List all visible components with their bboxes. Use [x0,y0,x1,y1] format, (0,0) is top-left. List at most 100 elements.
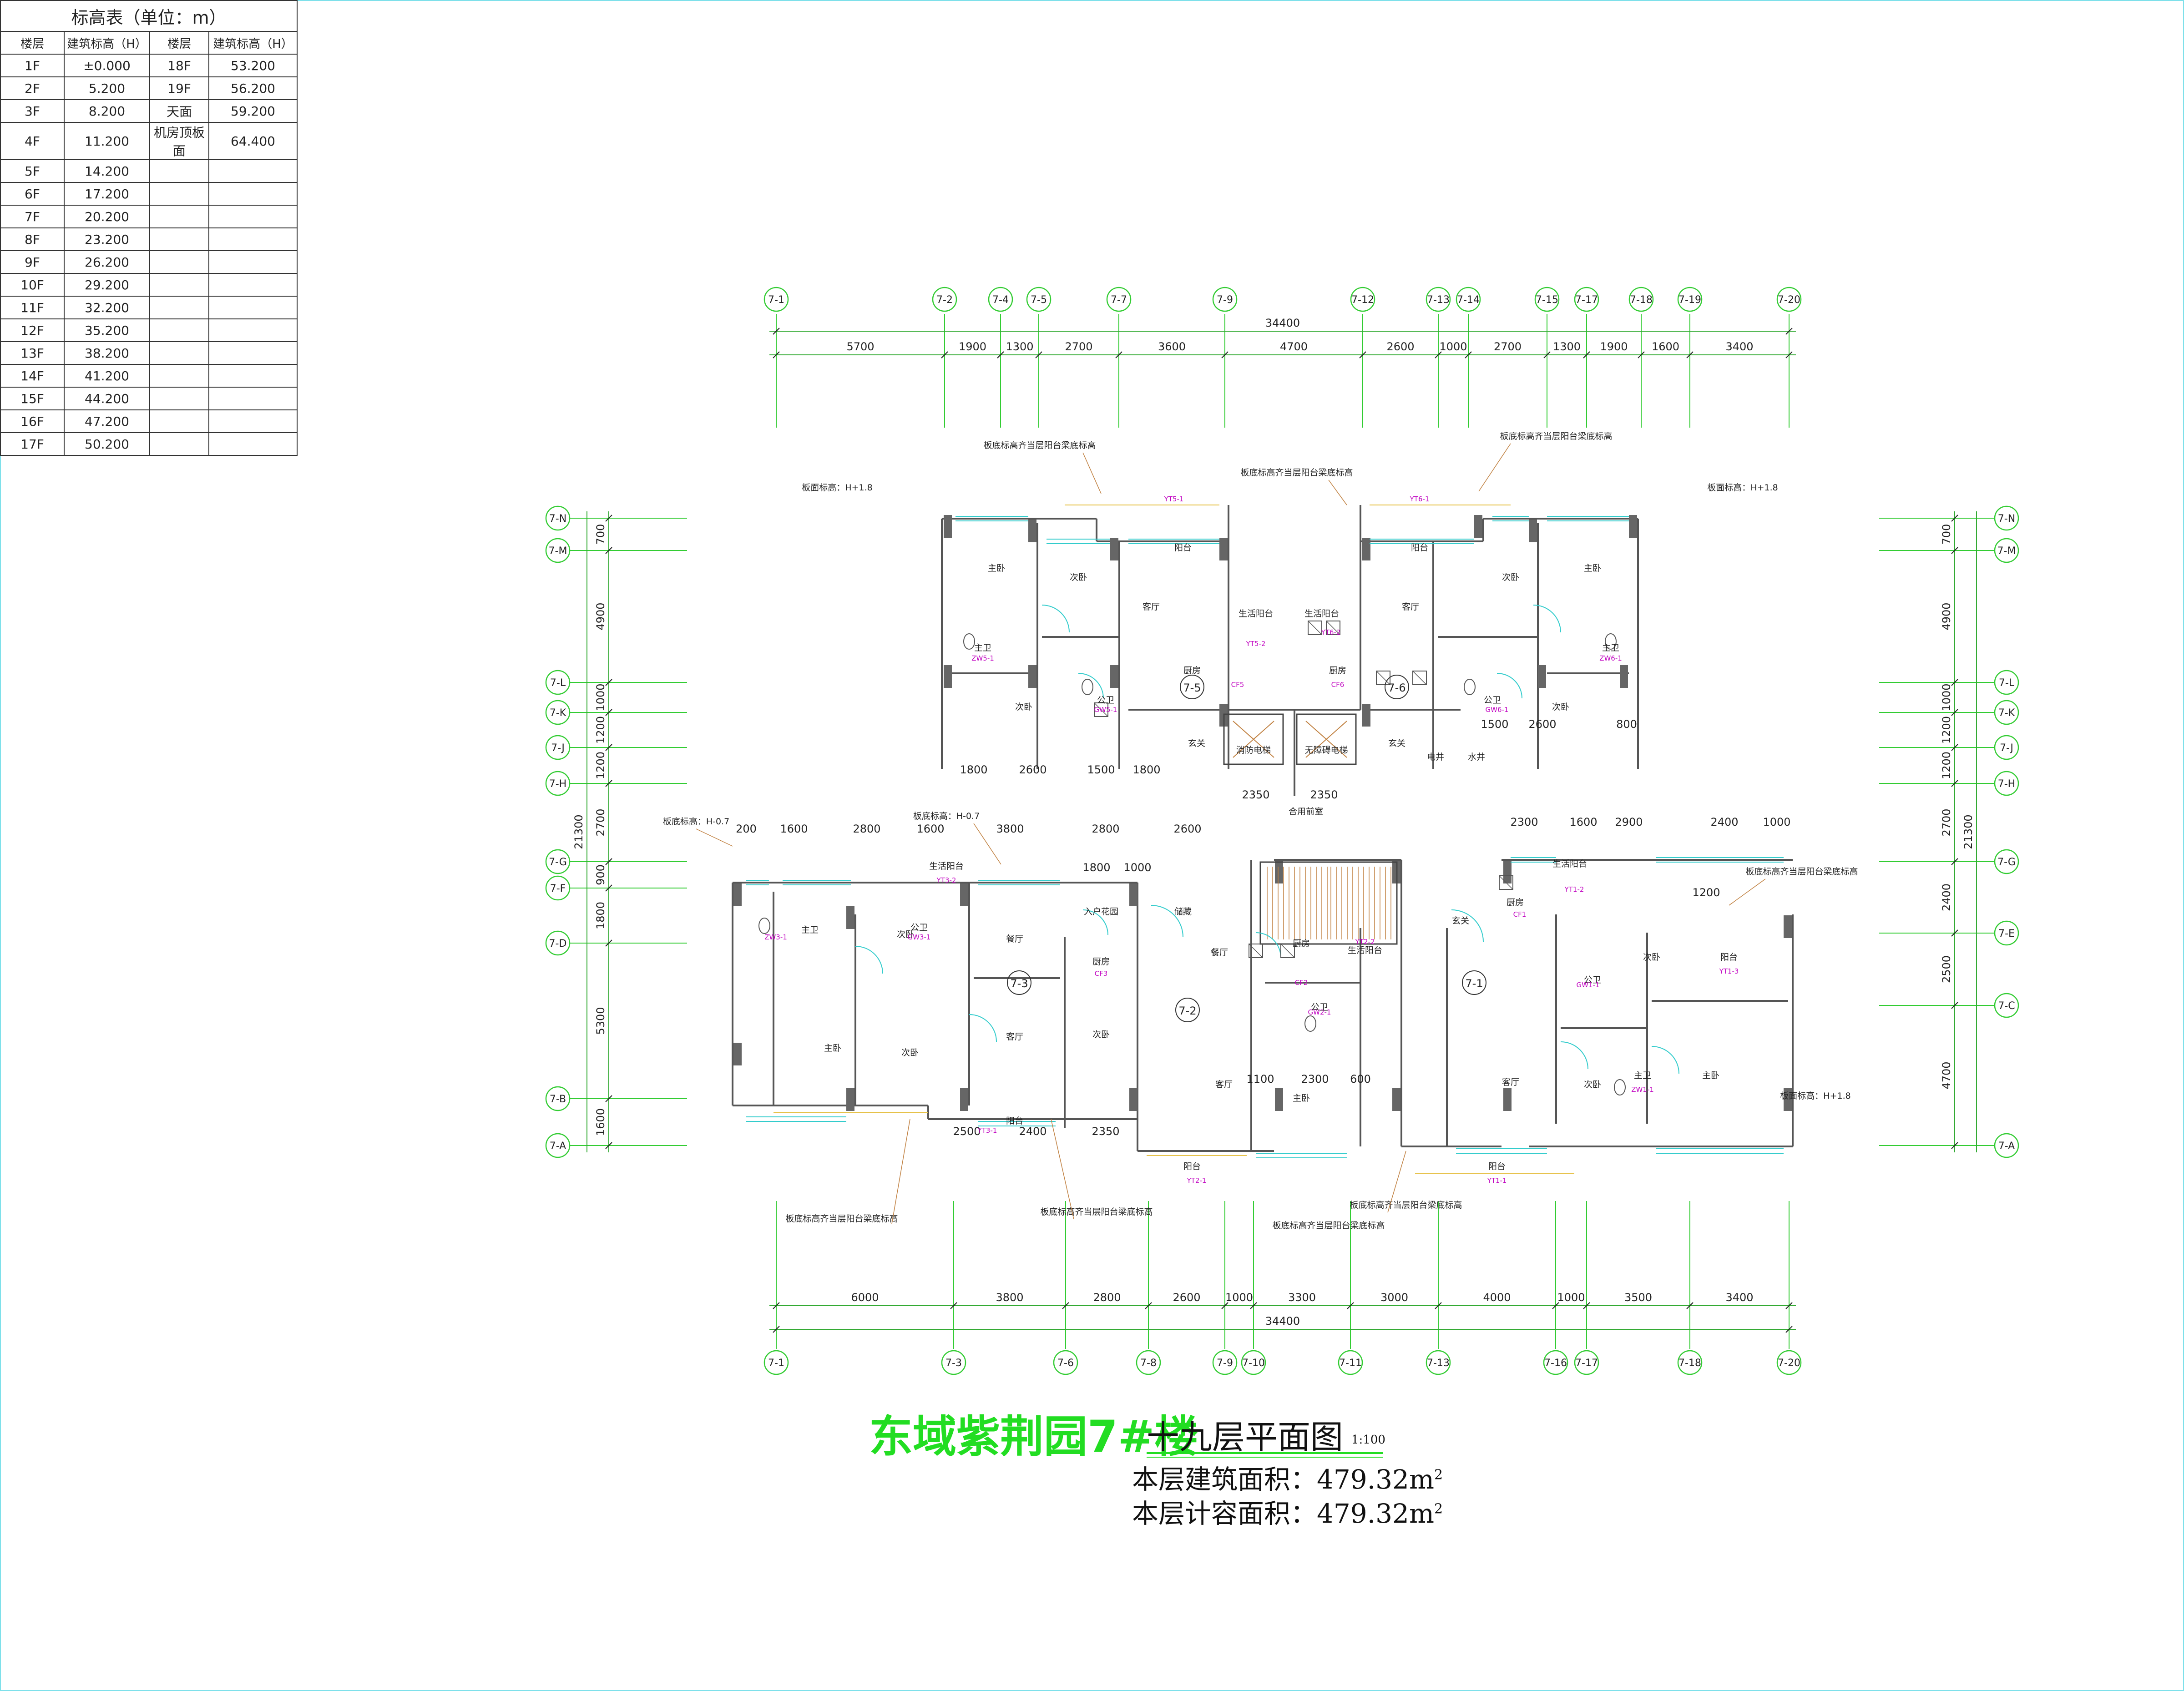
dimension-tick [1035,351,1042,358]
axis-bubble [1543,1350,1568,1375]
axis-bubble [1136,1350,1161,1375]
room-label: 客厅 [1143,602,1160,612]
dimension-label: 1000 [1940,683,1953,711]
dimension-tick [1347,1302,1354,1309]
interior-dimension: 2800 [1092,823,1119,835]
column [1474,515,1482,538]
room-label: 客厅 [1006,1032,1023,1042]
column [1219,538,1228,560]
annotation-note: 板底标高齐当层阳台梁底标高 [1350,1200,1462,1210]
column [1129,883,1138,906]
floor-cell [149,273,209,297]
component-tag: ZW6-1 [1599,654,1622,662]
sink [1094,702,1108,717]
floor-cell: 6F [0,182,65,206]
dimension-label: 1900 [1600,340,1628,353]
annotation-note: 板面标高：H+1.8 [1780,1091,1850,1101]
toilet [1464,679,1476,695]
axis-label: 7-1 [768,1358,784,1369]
axis-bubble [1574,287,1599,312]
component-tag: YT3-1 [977,1126,997,1135]
sink-cross [1412,671,1427,685]
room-label: 生活阳台 [1552,859,1587,869]
floor-cell [149,182,209,206]
axis-bubble [941,1350,966,1375]
elevation-cell [208,182,298,206]
dimension-label: 1300 [1006,340,1033,353]
sink-cross [1094,702,1108,717]
door-swing [1451,909,1484,942]
axis-label: 7-C [1998,1000,2015,1012]
interior-dimension: 2900 [1615,816,1643,828]
dimension-tick [605,939,612,947]
axis-label: 7-13 [1427,1358,1450,1369]
dimension-tick [1359,351,1366,358]
component-tag: YT5-2 [1246,640,1266,648]
toilet [1605,633,1617,650]
sink-cross [1308,621,1322,635]
dimension-tick [1951,929,1958,937]
component-tag: CF1 [1513,910,1527,919]
room-label: 客厅 [1215,1080,1233,1090]
axis-label: 7-4 [992,294,1009,306]
interior-dimension: 2350 [1310,788,1338,801]
floor-cell: 1F [0,54,65,77]
unit-label: 7-1 [1465,977,1483,990]
interior-dimension: 2600 [1019,763,1046,776]
header-floor: 楼层 [0,31,65,55]
axis-bubble [1994,993,2019,1018]
gross-area-sup: 2 [1434,1467,1443,1483]
annotation-note: 板底标高：H-0.7 [663,817,729,827]
axis-label: 7-17 [1575,1358,1598,1369]
sink [1308,621,1322,635]
elevation-cell [208,364,298,388]
floor-cell [149,318,209,342]
component-tag: GW2-1 [1308,1008,1331,1016]
axis-bubble [1776,287,1802,312]
far-area: 本层计容面积：479.32m2 [1132,1492,1443,1530]
interior-dimension: 1600 [1569,816,1597,828]
door-swing [1151,905,1183,938]
axis-bubble [545,771,571,796]
dimension-tick [773,1326,780,1333]
dimension-tick [1951,780,1958,787]
axis-label: 7-J [2000,742,2013,754]
dimension-label: 2700 [1494,340,1522,353]
dimension-tick [605,884,612,892]
room-label: 玄关 [1388,738,1405,748]
axis-label: 7-16 [1544,1358,1567,1369]
dimension-label: 1200 [594,716,607,744]
dimension-label: 1800 [594,902,607,929]
room-label: 主卧 [1584,563,1601,573]
dimension-tick [1115,351,1122,358]
elevation-cell [208,409,298,433]
axis-label: 7-11 [1339,1358,1362,1369]
axis-bubble [1212,287,1238,312]
dimension-tick [1638,351,1645,358]
axis-label: 7-G [1997,857,2016,868]
axis-label: 7-12 [1351,294,1374,306]
component-tag: GW5-1 [1094,706,1117,714]
component-tag: GW6-1 [1486,706,1509,714]
dimension-tick [605,679,612,686]
toilet [1614,1079,1626,1095]
dimension-label: 1600 [1652,340,1679,353]
door-swing [1651,1046,1679,1074]
dimension-label: 1000 [1225,1291,1253,1304]
project-title: 东域紫荆园7#楼 [869,1411,1198,1462]
room-label: 阳台 [1174,543,1192,553]
leader-line [1387,1151,1406,1213]
floor-cell: 19F [149,76,209,100]
dimension-tick [605,1095,612,1102]
dimension-tick [1686,351,1694,358]
leader-line [973,823,1001,865]
sink-cross [1499,875,1513,890]
room-label: 生活阳台 [929,861,964,871]
interior-dimension: 200 [736,823,757,835]
header-elevation: 建筑标高（H） [208,31,298,55]
